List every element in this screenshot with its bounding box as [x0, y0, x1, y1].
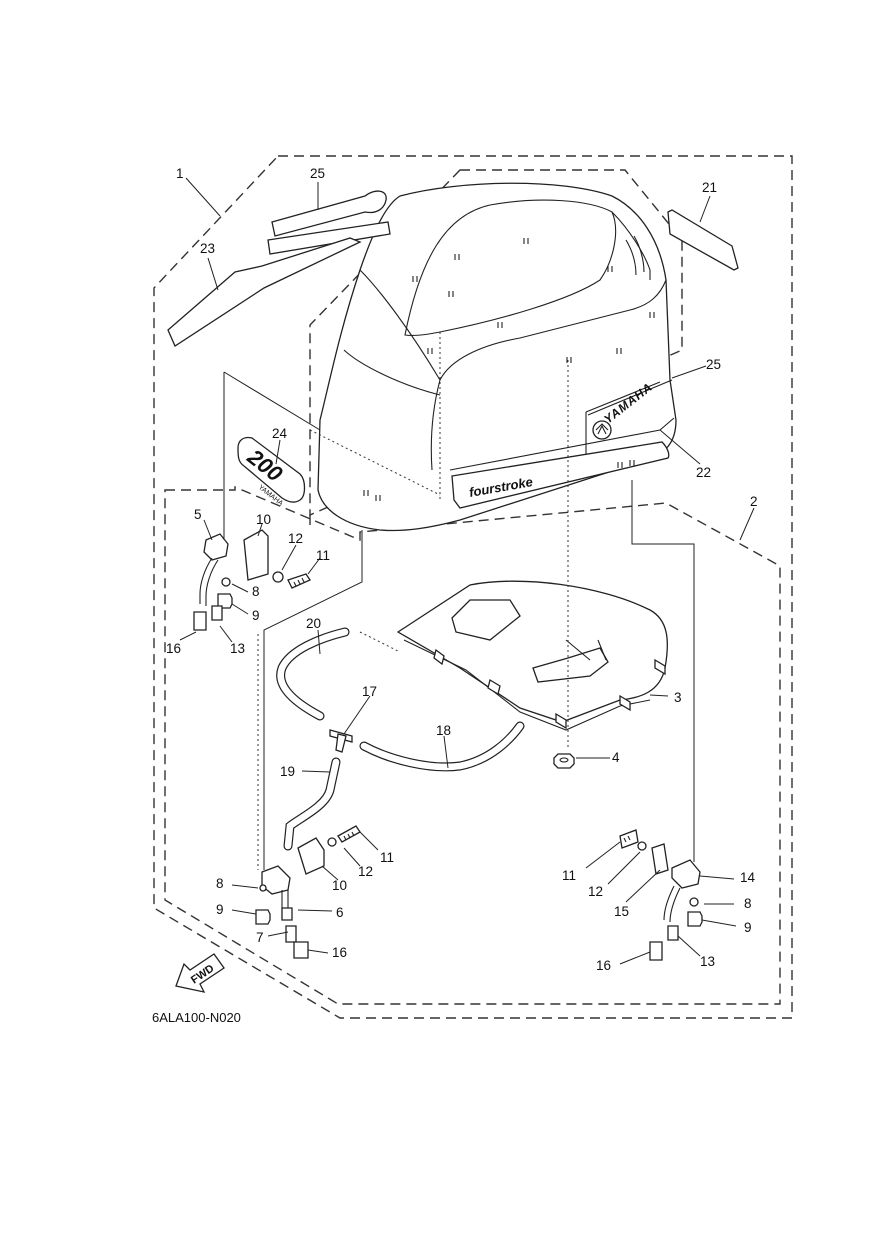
hose-18	[359, 721, 525, 772]
callout-2: 2	[750, 494, 758, 509]
callout-13-upper: 13	[230, 641, 245, 656]
callout-9-right: 9	[744, 920, 752, 935]
group-boundary-2	[164, 485, 781, 1005]
hook-assembly-right	[619, 829, 703, 961]
callout-16-upper: 16	[166, 641, 181, 656]
hose-20	[276, 627, 350, 721]
callout-1: 1	[176, 166, 184, 181]
emblem-24: 200 YAMAHA	[237, 436, 306, 508]
callout-21: 21	[702, 180, 717, 195]
callout-25-side: 25	[706, 357, 721, 372]
callout-14: 14	[740, 870, 756, 885]
top-cowling	[309, 182, 677, 532]
hook-assembly-left-upper	[193, 529, 311, 631]
callout-13-right: 13	[700, 954, 715, 969]
callout-8-upper: 8	[252, 584, 260, 599]
group-boundary-1	[153, 155, 793, 1019]
callout-8-right: 8	[744, 896, 752, 911]
cowling-seal-plate-3	[396, 580, 668, 731]
decal-21	[667, 209, 739, 271]
callout-10-upper: 10	[256, 512, 271, 527]
diagram-code: 6ALA100-N020	[152, 1010, 241, 1025]
callout-18: 18	[436, 723, 451, 738]
callout-24: 24	[272, 426, 288, 441]
callout-23: 23	[200, 241, 215, 256]
callout-16-left: 16	[332, 945, 347, 960]
decal-23	[167, 237, 362, 347]
nut-4	[553, 753, 575, 769]
callout-3: 3	[674, 690, 682, 705]
hose-19	[283, 757, 341, 851]
callout-25-top: 25	[310, 166, 325, 181]
callout-10-left: 10	[332, 878, 347, 893]
callout-labels: 1 25 23 21 25 22 24 2 3 4 5 10 12 11 8 9…	[166, 166, 758, 973]
callout-11-left: 11	[380, 850, 394, 865]
hook-assembly-left-lower	[255, 825, 361, 959]
callout-16-right: 16	[596, 958, 611, 973]
callout-12-right: 12	[588, 884, 603, 899]
callout-8-left: 8	[216, 876, 224, 891]
leader-lines	[179, 177, 755, 965]
assembly-guide-lines	[223, 360, 695, 870]
callout-11-upper: 11	[316, 548, 330, 563]
callout-4: 4	[612, 750, 620, 765]
callout-6: 6	[336, 905, 344, 920]
group-boundary-cowling	[309, 169, 683, 530]
t-joint-17	[329, 729, 353, 753]
callout-9-left: 9	[216, 902, 224, 917]
decal-25-top	[267, 190, 391, 255]
callout-11-right: 11	[562, 868, 576, 883]
callout-20: 20	[306, 616, 321, 631]
callout-19: 19	[280, 764, 295, 779]
fwd-arrow-icon: FWD	[175, 953, 225, 993]
callout-12-upper: 12	[288, 531, 303, 546]
callout-22: 22	[696, 465, 711, 480]
callout-12-left: 12	[358, 864, 373, 879]
callout-15: 15	[614, 904, 629, 919]
callout-9-upper: 9	[252, 608, 260, 623]
callout-5: 5	[194, 507, 202, 522]
callout-7: 7	[256, 930, 264, 945]
callout-17: 17	[362, 684, 377, 699]
